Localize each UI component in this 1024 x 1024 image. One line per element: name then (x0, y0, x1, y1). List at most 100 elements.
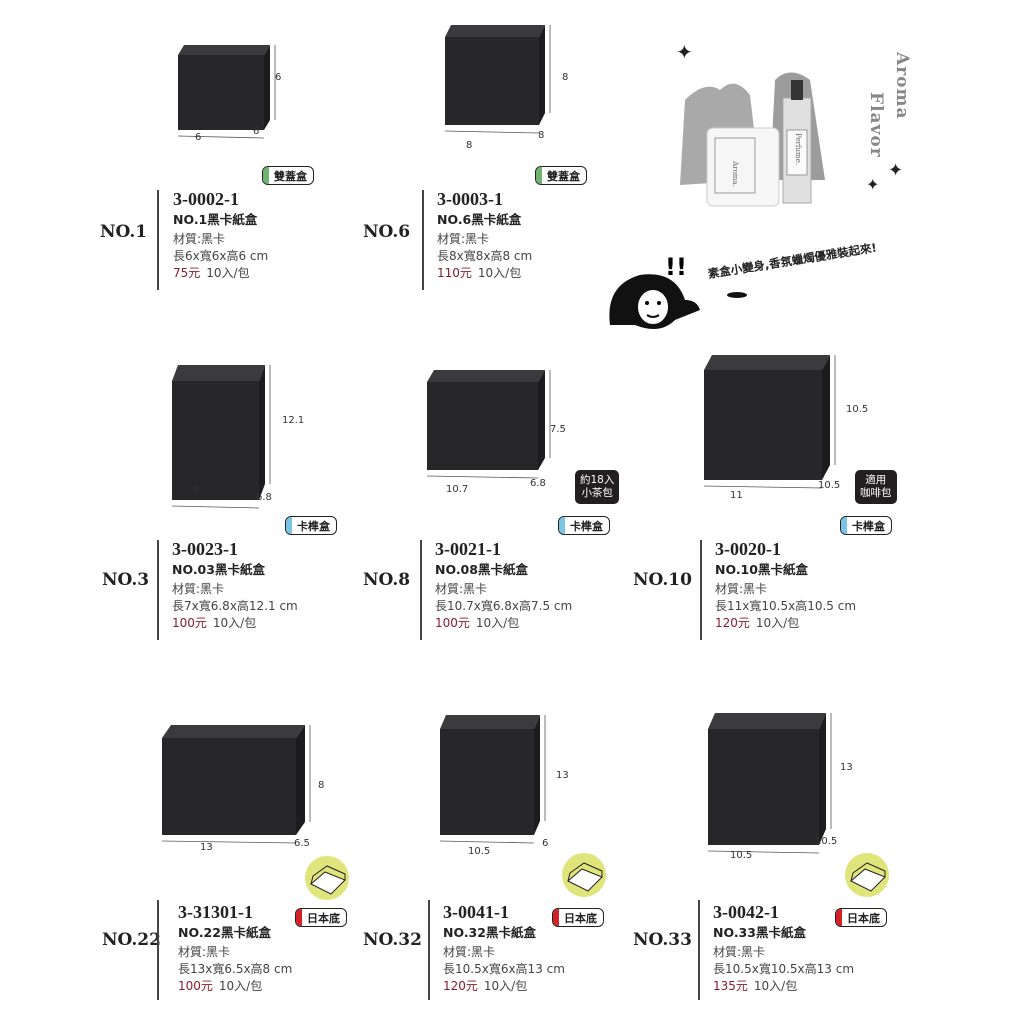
black-box-image (171, 365, 271, 509)
box-type-badge: 日本底 (295, 908, 347, 927)
divider (420, 540, 422, 640)
candle-label: Aroma. (730, 161, 739, 187)
usage-tag: 約18入小茶包 (575, 470, 620, 505)
material: 材質:黑卡 (435, 581, 488, 596)
pack-quantity: 10入/包 (477, 265, 522, 280)
pack-quantity: 10入/包 (206, 265, 250, 280)
product-name: NO.33黑卡紙盒 (713, 924, 806, 940)
product-name: NO.22黑卡紙盒 (178, 924, 271, 940)
sparkle-icon: ✦ (888, 160, 904, 181)
product-number: NO.33 (633, 930, 692, 950)
price: 100元 (178, 978, 213, 993)
product-info: 3-0020-1 NO.10黑卡紙盒 材質:黑卡 長11x寬10.5x高10.5… (715, 539, 857, 634)
product-name: NO.03黑卡紙盒 (172, 561, 265, 577)
length-dimension: 10.5 (468, 846, 491, 857)
product-code: 3-0021-1 (435, 539, 501, 559)
length-dimension: 7 (193, 486, 200, 497)
height-dimension: 8 (562, 72, 569, 83)
box-type-badge: 雙蓋盒 (535, 166, 587, 185)
price: 120元 (443, 978, 478, 993)
price: 100元 (435, 615, 470, 630)
cartoon-girl-icon: !! (605, 245, 705, 339)
black-box-image (439, 715, 546, 844)
box-type-badge: 日本底 (835, 908, 887, 927)
box-type-badge: 雙蓋盒 (262, 166, 314, 185)
width-dimension: 6.8 (530, 478, 546, 489)
product-number: NO.6 (363, 222, 411, 242)
width-dimension: 6.5 (294, 838, 310, 849)
box-bottom-icon (845, 853, 889, 897)
length-dimension: 13 (200, 842, 213, 853)
size: 長13x寬6.5x高8 cm (178, 961, 293, 976)
dash-mark (727, 292, 747, 298)
aroma-text: Aroma (892, 52, 912, 120)
product-name: NO.1黑卡紙盒 (173, 211, 258, 227)
black-box-image (426, 370, 551, 479)
length-dimension: 11 (730, 490, 743, 501)
material: 材質:黑卡 (172, 581, 225, 596)
length-dimension: 10.7 (446, 484, 469, 495)
pack-quantity: 10入/包 (218, 978, 263, 993)
product-info: 3-0003-1 NO.6黑卡紙盒 材質:黑卡 長8x寬8x高8 cm 110元… (437, 189, 533, 284)
size: 長7x寬6.8x高12.1 cm (172, 598, 298, 613)
divider (157, 900, 159, 1000)
width-dimension: 6 (542, 838, 549, 849)
height-dimension: 13 (840, 762, 853, 773)
product-name: NO.32黑卡紙盒 (443, 924, 536, 940)
product-number: NO.32 (363, 930, 422, 950)
sparkle-icon: ✦ (866, 175, 880, 194)
product-info: 3-0021-1 NO.08黑卡紙盒 材質:黑卡 長10.7x寬6.8x高7.5… (435, 539, 573, 634)
divider (700, 540, 702, 640)
material: 材質:黑卡 (715, 581, 768, 596)
material: 材質:黑卡 (178, 944, 231, 959)
size: 長11x寬10.5x高10.5 cm (715, 598, 857, 613)
flavor-text: Flavor (866, 92, 886, 158)
svg-text:!!: !! (665, 253, 687, 281)
product-code: 3-0020-1 (715, 539, 781, 559)
height-dimension: 13 (556, 770, 569, 781)
product-number: NO.8 (363, 570, 411, 590)
promo-slogan: 素盒小變身,香氛蠟燭優雅裝起來! (706, 240, 878, 281)
material: 材質:黑卡 (437, 231, 490, 246)
height-dimension: 7.5 (550, 424, 566, 435)
product-code: 3-0002-1 (173, 189, 239, 209)
size: 長6x寬6x高6 cm (173, 248, 269, 263)
usage-tag: 適用咖啡包 (855, 470, 897, 505)
product-number: NO.3 (102, 570, 150, 590)
length-dimension: 10.5 (730, 850, 753, 861)
box-type-badge: 卡榫盒 (840, 516, 892, 535)
width-dimension: 10.5 (818, 480, 841, 491)
divider (698, 900, 700, 1000)
pack-quantity: 10入/包 (483, 978, 528, 993)
black-box-image (707, 713, 832, 854)
promo-photo (665, 60, 865, 210)
product-number: NO.10 (633, 570, 692, 590)
pack-quantity: 10入/包 (212, 615, 257, 630)
size: 長10.5x寬6x高13 cm (443, 961, 565, 976)
size: 長8x寬8x高8 cm (437, 248, 533, 263)
price-line: 100元 10入/包 (178, 978, 292, 993)
product-info: 3-0023-1 NO.03黑卡紙盒 材質:黑卡 長7x寬6.8x高12.1 c… (172, 539, 298, 634)
product-code: 3-31301-1 (178, 902, 253, 922)
pack-quantity: 10入/包 (753, 978, 798, 993)
divider (422, 190, 424, 290)
black-box-image (161, 725, 311, 844)
box-bottom-icon (305, 856, 349, 900)
height-dimension: 12.1 (282, 415, 305, 426)
product-code: 3-0023-1 (172, 539, 238, 559)
box-type-badge: 卡榫盒 (285, 516, 337, 535)
product-info: 3-0041-1 NO.32黑卡紙盒 材質:黑卡 長10.5x寬6x高13 cm… (443, 902, 565, 997)
black-box-image (703, 355, 836, 489)
box-bottom-icon (562, 853, 606, 897)
width-dimension: 8 (538, 130, 545, 141)
product-number: NO.22 (102, 930, 161, 950)
price: 110元 (437, 265, 472, 280)
length-dimension: 8 (466, 140, 473, 151)
product-code: 3-0042-1 (713, 902, 779, 922)
size: 長10.7x寬6.8x高7.5 cm (435, 598, 573, 613)
pack-quantity: 10入/包 (755, 615, 800, 630)
